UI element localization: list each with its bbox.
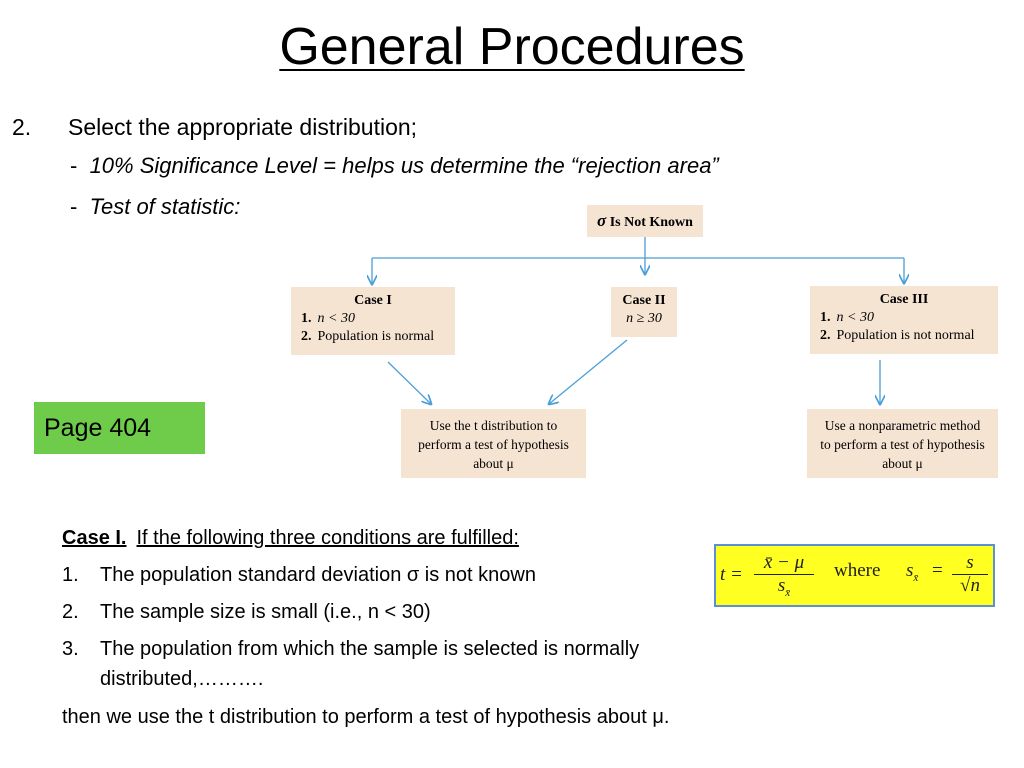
t-statistic-formula: t = x̄ − μ sx̄ where sx̄ = s √n	[714, 544, 995, 607]
result-line: Use the t distribution to	[429, 418, 558, 433]
bullet-text: 10% Significance Level = helps us determ…	[89, 153, 719, 178]
case1-condition: 1.n < 30	[301, 311, 355, 326]
result-line: about μ	[882, 456, 923, 471]
case3-condition: 2.Population is not normal	[820, 328, 975, 343]
case2-title: Case II	[622, 293, 666, 308]
formula-t: t =	[720, 564, 743, 585]
bullet-significance: - 10% Significance Level = helps us dete…	[70, 151, 719, 181]
page-title: General Procedures	[279, 18, 745, 76]
bullet-text: Test of statistic:	[89, 194, 241, 219]
bullet-test-statistic: - Test of statistic:	[70, 192, 240, 222]
conclusion-text: then we use the t distribution to perfor…	[62, 706, 670, 728]
bullet-dash: -	[70, 194, 78, 219]
formula-where: where	[834, 560, 881, 581]
arrow-case2-to-t	[549, 339, 628, 404]
nonparametric-result-box: Use a nonparametric method to perform a …	[807, 409, 998, 478]
case3-condition: 1.n < 30	[820, 310, 874, 325]
sigma-label: Is Not Known	[609, 215, 693, 230]
step-text: Select the appropriate distribution;	[68, 114, 418, 140]
formula-s-numerator: s	[966, 552, 974, 573]
case-label: Case I.	[62, 527, 127, 549]
page-reference-badge: Page 404	[34, 402, 205, 454]
result-line: Use a nonparametric method	[824, 418, 981, 433]
list-item: 3.The population from which the sample i…	[62, 638, 640, 690]
formula-denominator: sx̄	[777, 575, 791, 599]
formula-main-fraction: x̄ − μ sx̄	[754, 552, 814, 604]
t-distribution-result-box: Use the t distribution to perform a test…	[401, 409, 586, 478]
formula-s-fraction: s √n	[952, 552, 988, 597]
case2-box: Case II n ≥ 30	[611, 287, 677, 337]
case1-title: Case I	[354, 293, 392, 308]
sigma-not-known-box: σ Is Not Known	[587, 205, 703, 237]
case2-condition: n ≥ 30	[626, 311, 662, 326]
arrow-case1-to-t	[387, 361, 431, 404]
result-line: to perform a test of hypothesis	[820, 437, 985, 452]
list-item: 1.The population standard deviation σ is…	[62, 564, 536, 586]
case3-title: Case III	[879, 292, 929, 307]
result-line: perform a test of hypothesis	[418, 437, 569, 452]
bullet-dash: -	[70, 153, 78, 178]
formula-s-denominator: √n	[960, 575, 980, 596]
result-line: about μ	[473, 456, 514, 471]
step-number: 2.	[12, 114, 32, 140]
case1-box: Case I 1.n < 30 2.Population is normal	[291, 287, 455, 355]
sigma-symbol: σ	[597, 211, 607, 230]
case-heading-text: If the following three conditions are fu…	[136, 527, 519, 549]
case-section-heading: Case I. If the following three conditions…	[62, 523, 519, 553]
formula-s: sx̄	[906, 560, 919, 584]
formula-equals: =	[932, 560, 943, 581]
case1-condition: 2.Population is normal	[301, 329, 435, 344]
list-item: 2.The sample size is small (i.e., n < 30…	[62, 601, 431, 623]
case3-box: Case III 1.n < 30 2.Population is not no…	[810, 286, 998, 354]
formula-numerator: x̄ − μ	[763, 552, 805, 573]
